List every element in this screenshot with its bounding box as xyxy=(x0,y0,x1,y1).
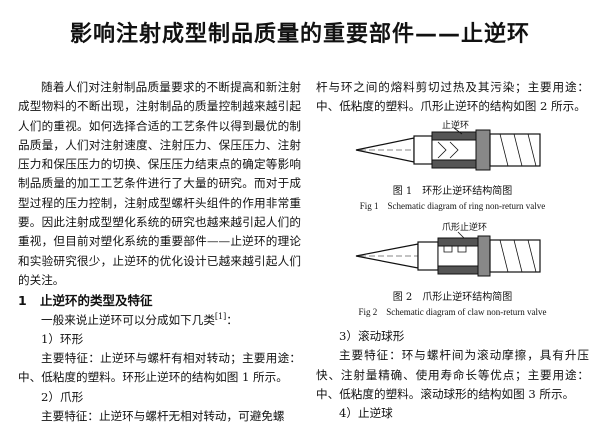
figure-1-caption-en: Fig 1 Schematic diagram of ring non-retu… xyxy=(359,201,546,211)
right-column-bottom: 3）滚动球形 主要特征：环与螺杆间为滚动摩擦，具有升压快、注射量精确、使用寿命长… xyxy=(316,327,589,423)
figure-1-callout: 止逆环 xyxy=(442,121,470,131)
type-1-label: 1）环形 xyxy=(41,331,84,346)
ring-valve-diagram xyxy=(355,127,541,171)
reference-mark: [1] xyxy=(214,311,227,321)
section-1-intro: 一般来说止逆环可以分成如下几类[1]： xyxy=(18,311,301,330)
type-1-description: 主要特征：止逆环与螺杆有相对转动；主要用途：中、低粘度的塑料。环形止逆环的结构如… xyxy=(18,351,301,385)
type-2-description-start: 主要特征：止逆环与螺杆无相对转动，可避免螺 xyxy=(41,409,285,424)
type-3-description: 主要特征：环与螺杆间为滚动摩擦，具有升压快、注射量精确、使用寿命长等优点；主要用… xyxy=(316,348,589,401)
figure-2-caption-cn: 图 2 爪形止逆环结构简图 xyxy=(392,292,513,303)
section-1-heading: 1 止逆环的类型及特征 xyxy=(18,291,301,310)
claw-valve-diagram xyxy=(355,231,541,277)
figure-2-caption-en: Fig 2 Schematic diagram of claw non-retu… xyxy=(358,307,547,317)
section-number: 1 xyxy=(18,293,27,309)
section-1-intro-end: ： xyxy=(226,312,238,327)
figure-2: 爪形止逆环 图 2 爪形止逆环结构简图 Fig 2 Schematic diag… xyxy=(316,223,589,318)
right-column-top: 杆与环之间的熔料剪切过热及其污染；主要用途：中、低粘度的塑料。爪形止逆环的结构如… xyxy=(316,78,589,117)
type-4-label: 4）止逆球 xyxy=(339,406,393,421)
figure-1: 止逆环 图 1 环形止逆环结构简图 Fig 1 Schematic diagra… xyxy=(316,120,589,212)
intro-paragraph: 随着人们对注射制品质量要求的不断提高和新注射成型物料的不断出现，注射制品的质量控… xyxy=(18,80,301,287)
figure-1-caption-cn: 图 1 环形止逆环结构简图 xyxy=(392,186,513,197)
type-3-label: 3）滚动球形 xyxy=(339,329,405,343)
type-2-label: 2）爪形 xyxy=(41,389,84,404)
article-title: 影响注射成型制品质量的重要部件——止逆环 xyxy=(69,22,530,47)
left-column: 随着人们对注射制品质量要求的不断提高和新注射成型物料的不断出现，注射制品的质量控… xyxy=(18,78,301,426)
figure-2-callout: 爪形止逆环 xyxy=(442,223,488,233)
type-2-description-continued: 杆与环之间的熔料剪切过热及其污染；主要用途：中、低粘度的塑料。爪形止逆环的结构如… xyxy=(316,80,589,114)
section-1-intro-text: 一般来说止逆环可以分成如下几类 xyxy=(41,312,215,327)
section-title: 止逆环的类型及特征 xyxy=(40,293,153,309)
